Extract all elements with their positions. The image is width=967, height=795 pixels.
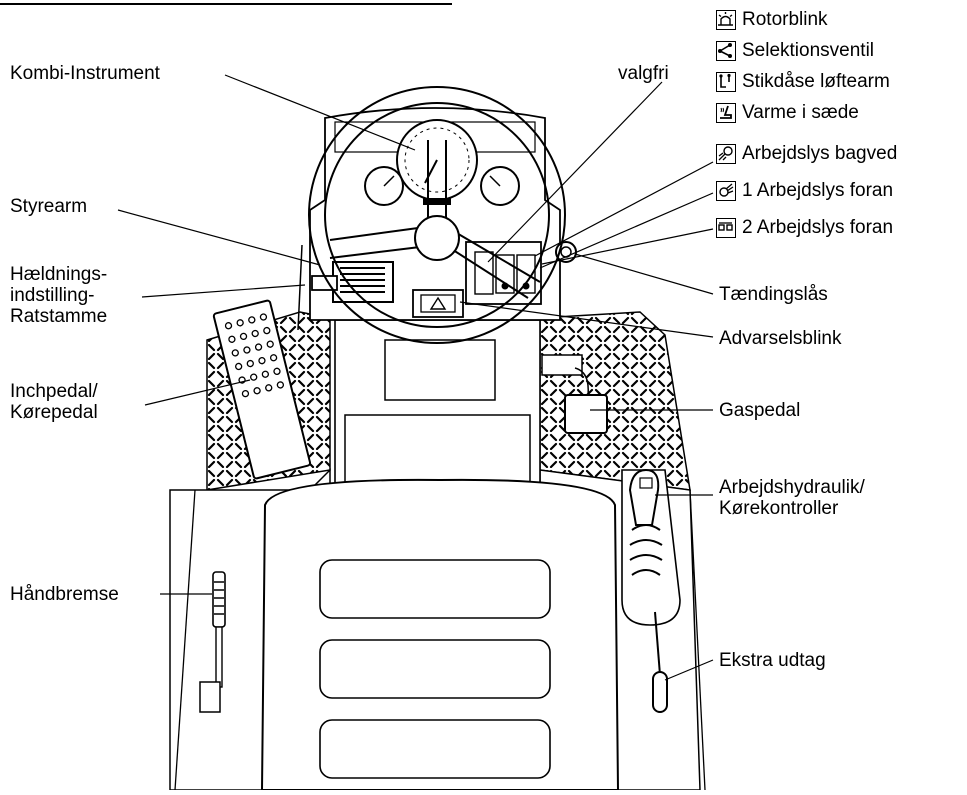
hand-brake-slot	[200, 682, 220, 712]
legend-label: Varme i sæde	[742, 102, 859, 124]
legend-row-arbejdslys-foran-2: 2 Arbejdslys foran	[716, 217, 893, 239]
rear-light-icon	[716, 144, 736, 164]
label-gaspedal: Gaspedal	[719, 400, 800, 421]
steering-hub	[415, 216, 459, 260]
floor-plate-right	[540, 312, 690, 490]
hand-brake-grip[interactable]	[213, 572, 225, 627]
legend-row-arbejdslys-foran-1: 1 Arbejdslys foran	[716, 180, 893, 202]
beacon-icon	[716, 10, 736, 30]
label-valgfri: valgfri	[618, 63, 669, 84]
legend-label: 1 Arbejdslys foran	[742, 180, 893, 202]
label-ekstra-udtag: Ekstra udtag	[719, 650, 826, 671]
legend-row-stikdaase: Stikdåse løftearm	[716, 71, 890, 93]
legend-label: Rotorblink	[742, 9, 828, 31]
extra-outlet-knob[interactable]	[653, 672, 667, 712]
legend-row-varme: Varme i sæde	[716, 102, 859, 124]
front-light-2-icon	[716, 218, 736, 238]
label-tilt-2: indstilling-	[10, 285, 94, 306]
legend-label: 2 Arbejdslys foran	[742, 217, 893, 239]
label-hydraulik-1: Arbejdshydraulik/	[719, 477, 865, 498]
legend-label: Arbejdslys bagved	[742, 143, 897, 165]
label-inch-1: Inchpedal/	[10, 381, 98, 402]
legend-row-arbejdslys-bagved: Arbejdslys bagved	[716, 143, 897, 165]
label-handbremse: Håndbremse	[10, 584, 119, 605]
front-light-1-icon	[716, 181, 736, 201]
label-hydraulik-2: Kørekontroller	[719, 498, 838, 519]
label-styrearm: Styrearm	[10, 196, 87, 217]
valve-icon	[716, 41, 736, 61]
legend-row-rotorblink: Rotorblink	[716, 9, 828, 31]
label-tilt-3: Ratstamme	[10, 306, 107, 327]
label-advarselsblink: Advarselsblink	[719, 328, 842, 349]
label-tilt-1: Hældnings-	[10, 264, 107, 285]
label-taendingslaas: Tændingslås	[719, 284, 828, 305]
socket-icon	[716, 72, 736, 92]
legend-label: Selektionsventil	[742, 40, 874, 62]
label-inch-2: Kørepedal	[10, 402, 98, 423]
legend-row-selektionsventil: Selektionsventil	[716, 40, 874, 62]
label-kombi-instrument: Kombi-Instrument	[10, 63, 160, 84]
seat-heat-icon	[716, 103, 736, 123]
gas-pedal[interactable]	[565, 395, 607, 433]
legend-label: Stikdåse løftearm	[742, 71, 890, 93]
